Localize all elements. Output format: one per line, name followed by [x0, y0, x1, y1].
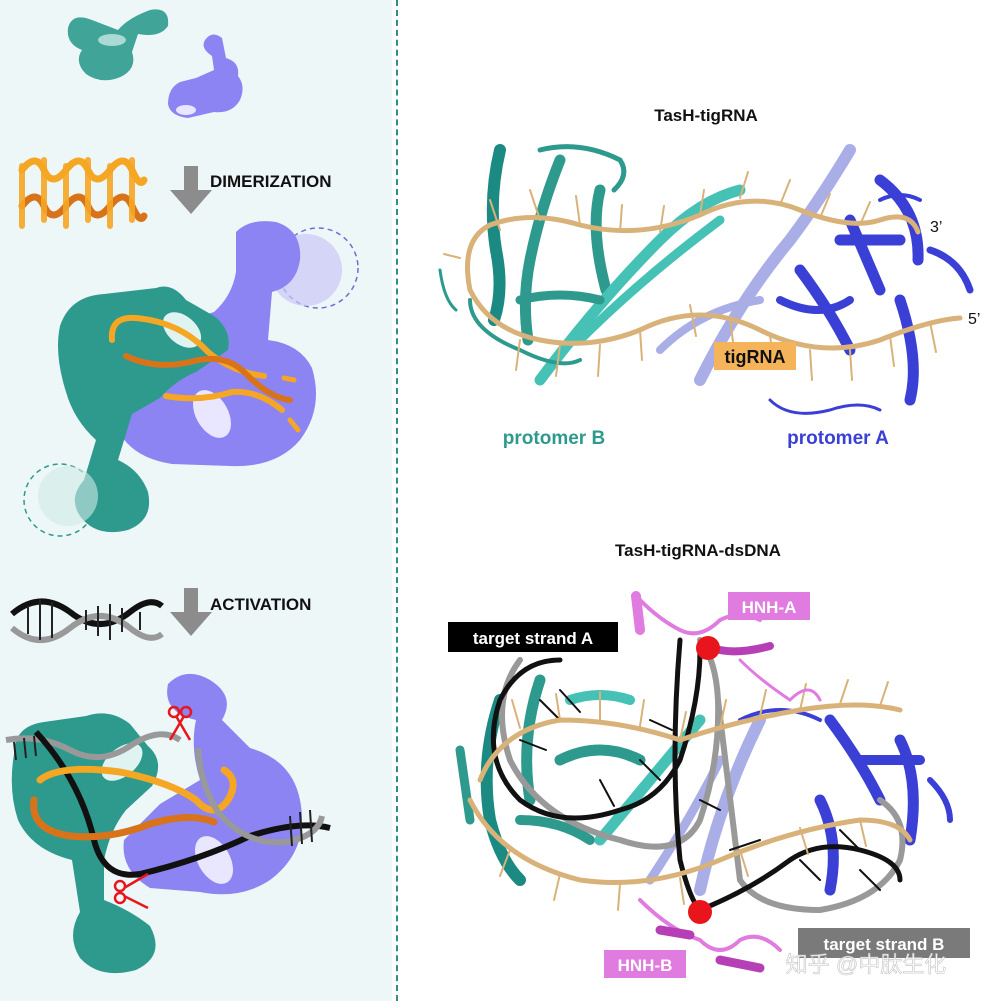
- target-strand-a-label: target strand A: [473, 629, 593, 648]
- target-strand-b-label: target strand B: [824, 935, 945, 954]
- target-strand-b-label-box: [798, 928, 970, 958]
- folded-rna-icon: [18, 157, 148, 229]
- down-arrow-activation: [170, 588, 212, 636]
- down-arrow-dimerization: [170, 166, 212, 214]
- hnh-b-label-box: [604, 950, 686, 978]
- hnh-a-label: HNH-A: [742, 598, 797, 617]
- tigrna-label-box: [714, 342, 796, 370]
- tash-tigrna-structure: [438, 144, 974, 415]
- cleavage-site-a-marker: [696, 636, 720, 660]
- end-5-label: 5’: [968, 311, 980, 328]
- scissors-icon: [167, 705, 193, 741]
- tash-tigrna-dsdna-structure: [455, 591, 953, 973]
- activation-label: ACTIVATION: [210, 595, 311, 614]
- watermark-text: 知乎 @中肽生化: [786, 952, 946, 977]
- protomer-b-label: protomer B: [503, 428, 605, 449]
- hnh-a-label-box: [728, 592, 810, 620]
- panel-divider: [396, 0, 398, 1001]
- activated-complex-illustration: [5, 673, 331, 974]
- dimerization-label: DIMERIZATION: [210, 172, 332, 191]
- target-strand-a-label-box: [448, 622, 618, 652]
- bottom-panel-title: TasH-tigRNA-dsDNA: [615, 541, 781, 560]
- cleavage-site-b-marker: [688, 900, 712, 924]
- scissors-icon: [113, 872, 149, 910]
- top-panel-title: TasH-tigRNA: [654, 106, 758, 125]
- hnh-b-label: HNH-B: [618, 956, 673, 975]
- end-3-label: 3’: [930, 219, 942, 236]
- tigrna-label: tigRNA: [725, 347, 786, 367]
- protomer-a-label: protomer A: [787, 428, 889, 449]
- dimer-illustration: [23, 221, 359, 537]
- purple-monomer: [168, 34, 243, 118]
- teal-monomer: [67, 9, 169, 81]
- dsdna-helix-icon: [10, 598, 164, 643]
